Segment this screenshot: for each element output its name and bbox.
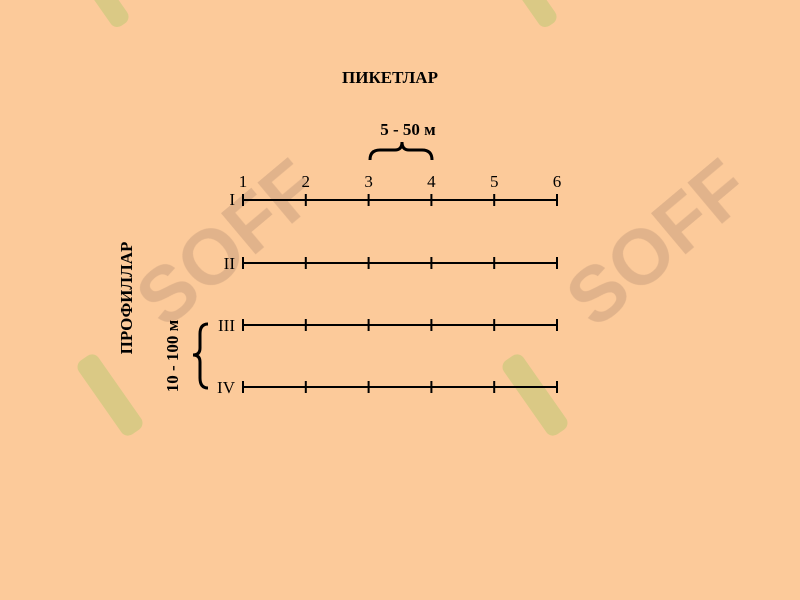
profile-line bbox=[242, 257, 558, 269]
profile-line bbox=[242, 194, 558, 206]
watermark-logo-icon bbox=[77, 354, 143, 436]
watermark-logo-icon bbox=[89, 0, 129, 27]
watermark-text: SOFF bbox=[549, 142, 765, 343]
profile-spacing-brace bbox=[192, 322, 209, 390]
picket-number-label: 2 bbox=[302, 172, 311, 191]
watermark-logo-icon bbox=[517, 0, 557, 27]
picket-number-label: 5 bbox=[490, 172, 499, 191]
profile-label: IV bbox=[217, 378, 236, 397]
picket-labels: 1 2 3 4 5 6 bbox=[239, 172, 562, 191]
pickets-header: ПИКЕТЛАР bbox=[342, 68, 438, 87]
profile-lines bbox=[242, 194, 558, 393]
profile-spacing-label: 10 - 100 м bbox=[163, 319, 182, 392]
picket-number-label: 4 bbox=[427, 172, 436, 191]
profile-line bbox=[242, 319, 558, 331]
profile-label: I bbox=[229, 190, 235, 209]
profile-label: II bbox=[224, 254, 236, 273]
profile-label: III bbox=[218, 316, 235, 335]
profiles-side-label: ПРОФИЛЛАР bbox=[117, 242, 136, 355]
profile-line bbox=[242, 381, 558, 393]
picket-spacing-label: 5 - 50 м bbox=[380, 120, 436, 139]
picket-number-label: 1 bbox=[239, 172, 248, 191]
picket-number-label: 3 bbox=[364, 172, 373, 191]
watermark-logo-icon bbox=[502, 354, 568, 436]
picket-number-label: 6 bbox=[553, 172, 562, 191]
picket-spacing-brace bbox=[368, 141, 434, 161]
